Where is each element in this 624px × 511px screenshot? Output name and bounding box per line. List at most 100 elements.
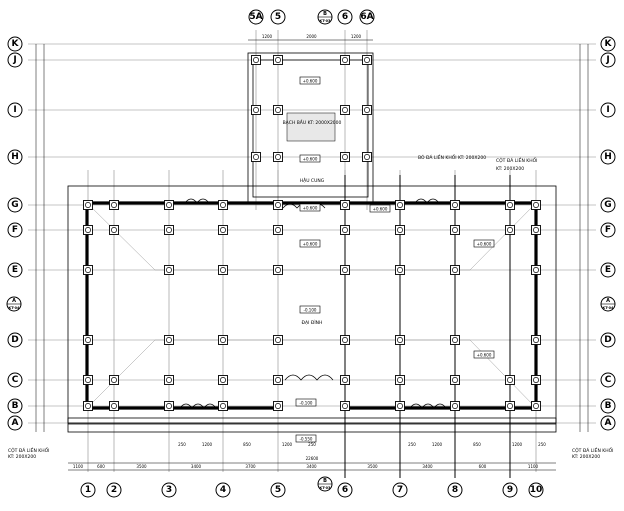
grid-bubble: 6	[337, 9, 353, 25]
column	[83, 265, 93, 275]
section-number: A	[606, 298, 610, 304]
grid-bubble-circle	[270, 9, 286, 25]
column	[164, 335, 174, 345]
level-value: +0.600	[303, 242, 318, 247]
column	[531, 401, 541, 411]
platform-steps	[67, 417, 557, 433]
grid-bubble-circle	[7, 415, 23, 431]
grid-bubble-circle	[7, 149, 23, 165]
grid-bubble-label: 3	[166, 485, 172, 495]
section-number: B	[323, 478, 327, 484]
note-left-bottom-size: KT: 200X200	[8, 454, 36, 460]
column	[340, 265, 350, 275]
column	[450, 401, 460, 411]
column	[109, 375, 119, 385]
grid-bubble: 6	[337, 482, 353, 498]
grid-bubble-label: 6	[342, 12, 348, 22]
level-value: +0.600	[373, 207, 388, 212]
level-tag: -0.550	[295, 434, 317, 443]
grid-bubble: I	[600, 102, 616, 118]
section-sheet: KT-03	[320, 19, 331, 23]
column	[273, 200, 283, 210]
section-marker-left: A KT-04	[6, 296, 22, 312]
column	[505, 225, 515, 235]
grid-bubble-circle	[7, 262, 23, 278]
level-tag: +0.600	[473, 239, 495, 248]
dim-text: 1100	[73, 464, 84, 469]
grid-bubble-label: J	[605, 55, 609, 65]
section-marker-bottom: B KT-03	[317, 476, 333, 492]
grid-bubble-label: B	[605, 401, 612, 411]
grid-bubble: 10	[528, 482, 544, 498]
column	[531, 375, 541, 385]
grid-bubble-circle	[600, 102, 616, 118]
grid-bubble-circle	[80, 482, 96, 498]
grid-bubble-circle	[600, 36, 616, 52]
column	[218, 375, 228, 385]
column	[273, 265, 283, 275]
section-number: B	[323, 11, 327, 17]
dim-bottom-total: 22600	[306, 456, 319, 461]
section-marker-right: A KT-04	[600, 296, 616, 312]
level-tag: +0.600	[369, 204, 391, 213]
column	[340, 335, 350, 345]
column	[531, 200, 541, 210]
grid-bubble-label: 6A	[360, 12, 373, 22]
column	[218, 200, 228, 210]
column	[395, 200, 405, 210]
grid-bubble: G	[7, 197, 23, 213]
grid-bubble-label: D	[11, 335, 18, 345]
dim-text: 3500	[367, 464, 378, 469]
dim-text: 3400	[306, 464, 317, 469]
grid-bubble-circle	[215, 482, 231, 498]
grid-bubble: I	[7, 102, 23, 118]
column	[218, 335, 228, 345]
section-marker-top: B KT-03	[317, 9, 333, 25]
grid-bubble: B	[600, 398, 616, 414]
column	[83, 401, 93, 411]
note-right-top3: KT: 200X200	[496, 166, 524, 172]
grid-bubble-label: H	[11, 152, 19, 162]
level-value: -0.550	[300, 437, 313, 442]
dim-text: 850	[473, 442, 481, 447]
note-right-top1: BÓ ĐÁ LIỀN KHỐI KT: 200X200	[418, 153, 486, 161]
grid-bubble-circle	[600, 222, 616, 238]
grid-bubble-circle	[7, 332, 23, 348]
column	[340, 200, 350, 210]
level-value: +0.600	[303, 157, 318, 162]
grid-bubble: F	[7, 222, 23, 238]
level-tag: +0.600	[299, 76, 321, 85]
dim-text: 250	[538, 442, 546, 447]
grid-bubble: H	[600, 149, 616, 165]
column	[450, 265, 460, 275]
grid-bubble: 3	[161, 482, 177, 498]
column	[273, 375, 283, 385]
grid-bubble-circle	[161, 482, 177, 498]
grid-bubble: E	[600, 262, 616, 278]
grid-bubble: 2	[106, 482, 122, 498]
grid-bubble-label: E	[12, 265, 18, 275]
level-tag: +0.600	[299, 154, 321, 163]
level-value: +0.600	[477, 242, 492, 247]
grid-bubble: F	[600, 222, 616, 238]
grid-bubble-circle	[337, 482, 353, 498]
grid-bubble-label: C	[605, 375, 612, 385]
grid-bubble-label: 6	[342, 485, 348, 495]
grid-bubble-circle	[7, 36, 23, 52]
level-tag: +0.600	[299, 203, 321, 212]
grid-bubble-label: 5	[275, 12, 281, 22]
level-tag: -0.100	[295, 398, 317, 407]
dim-text: 1200	[282, 442, 293, 447]
platform-outline	[67, 185, 557, 424]
column	[395, 401, 405, 411]
column	[273, 105, 283, 115]
grid-bubble: 7	[392, 482, 408, 498]
grid-bubble-label: G	[11, 200, 18, 210]
room-label-main-hall: ĐẠI ĐÌNH	[302, 319, 323, 326]
column	[164, 375, 174, 385]
column	[531, 225, 541, 235]
dim-text: 1100	[528, 464, 539, 469]
dim-text: 3700	[245, 464, 256, 469]
grid-bubble-circle	[600, 372, 616, 388]
grid-bubble-label: I	[13, 105, 16, 115]
